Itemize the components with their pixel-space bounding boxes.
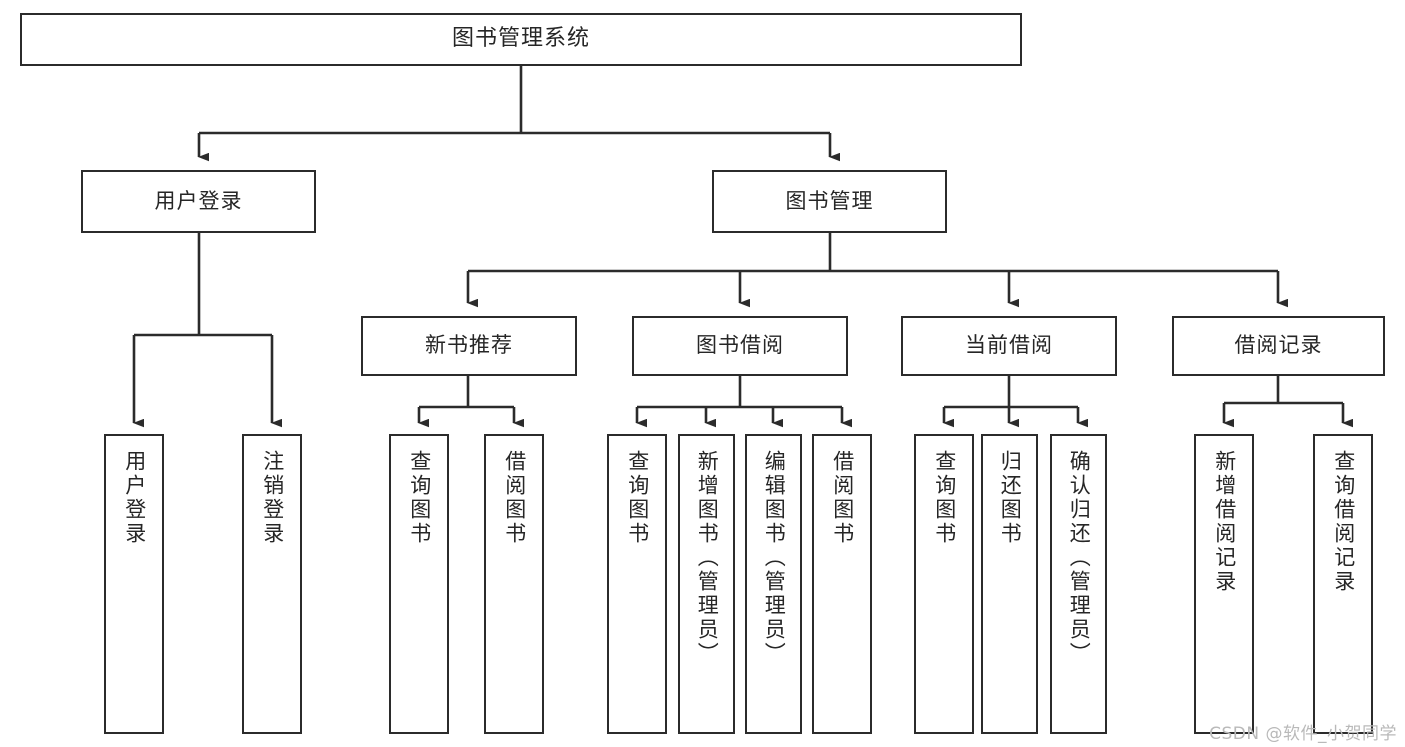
leaf-user-logout[interactable]: 注销登录 bbox=[242, 434, 302, 734]
node-label: 图书借阅 bbox=[696, 333, 784, 358]
node-book-borrow[interactable]: 图书借阅 bbox=[632, 316, 848, 376]
node-label: 新增图书（管理员） bbox=[695, 450, 720, 666]
node-label: 新增借阅记录 bbox=[1212, 450, 1237, 594]
node-label: 查询图书 bbox=[407, 450, 432, 546]
node-borrow-record[interactable]: 借阅记录 bbox=[1172, 316, 1385, 376]
node-label: 查询借阅记录 bbox=[1331, 450, 1356, 594]
leaf-borrow-book-recommend[interactable]: 借阅图书 bbox=[484, 434, 544, 734]
leaf-query-book-borrow[interactable]: 查询图书 bbox=[607, 434, 667, 734]
node-user-login[interactable]: 用户登录 bbox=[81, 170, 316, 233]
node-label: 用户登录 bbox=[122, 450, 147, 546]
node-label: 新书推荐 bbox=[425, 333, 513, 358]
node-root-book-management-system[interactable]: 图书管理系统 bbox=[20, 13, 1022, 66]
node-book-management[interactable]: 图书管理 bbox=[712, 170, 947, 233]
leaf-query-borrow-record[interactable]: 查询借阅记录 bbox=[1313, 434, 1373, 734]
csdn-watermark: CSDN @软件_小贺同学 bbox=[1209, 724, 1397, 744]
node-label: 查询图书 bbox=[932, 450, 957, 546]
leaf-return-book[interactable]: 归还图书 bbox=[981, 434, 1038, 734]
leaf-query-book-recommend[interactable]: 查询图书 bbox=[389, 434, 449, 734]
leaf-borrow-book[interactable]: 借阅图书 bbox=[812, 434, 872, 734]
node-new-book-recommend[interactable]: 新书推荐 bbox=[361, 316, 577, 376]
leaf-user-login[interactable]: 用户登录 bbox=[104, 434, 164, 734]
node-label: 当前借阅 bbox=[965, 333, 1053, 358]
node-label: 用户登录 bbox=[154, 188, 243, 213]
node-label: 归还图书 bbox=[998, 450, 1023, 546]
leaf-add-borrow-record[interactable]: 新增借阅记录 bbox=[1194, 434, 1254, 734]
leaf-confirm-return-admin[interactable]: 确认归还（管理员） bbox=[1050, 434, 1107, 734]
node-label: 借阅记录 bbox=[1234, 333, 1323, 358]
leaf-edit-book-admin[interactable]: 编辑图书（管理员） bbox=[745, 434, 802, 734]
leaf-add-book-admin[interactable]: 新增图书（管理员） bbox=[678, 434, 735, 734]
node-label: 注销登录 bbox=[260, 450, 285, 546]
node-current-borrow[interactable]: 当前借阅 bbox=[901, 316, 1117, 376]
node-label: 借阅图书 bbox=[502, 450, 527, 546]
node-label: 查询图书 bbox=[625, 450, 650, 546]
node-label: 确认归还（管理员） bbox=[1067, 450, 1092, 666]
node-label: 借阅图书 bbox=[830, 450, 855, 546]
leaf-query-book-current[interactable]: 查询图书 bbox=[914, 434, 974, 734]
node-label: 图书管理 bbox=[785, 188, 874, 213]
node-label: 图书管理系统 bbox=[451, 26, 590, 52]
node-label: 编辑图书（管理员） bbox=[762, 450, 787, 666]
